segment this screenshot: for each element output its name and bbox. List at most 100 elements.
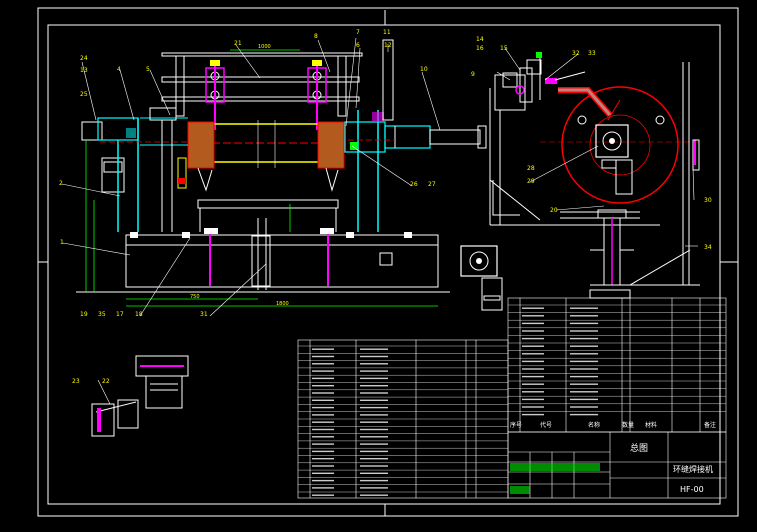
table-cell-mark	[522, 368, 544, 370]
header-material: 材料	[645, 421, 657, 429]
leader-lines	[61, 37, 698, 405]
table-cell-mark	[522, 383, 544, 385]
rail-trolley-left	[205, 60, 225, 130]
title-block-cells	[510, 463, 600, 494]
balloon-22: 22	[102, 378, 110, 385]
balloon-12: 12	[384, 42, 392, 49]
table-cell-mark	[360, 392, 388, 394]
balloon-2: 2	[59, 180, 63, 187]
balloon-18: 18	[135, 311, 143, 318]
table-cell-mark	[360, 465, 388, 467]
table-cell-mark	[360, 355, 388, 358]
balloon-17: 17	[116, 311, 124, 318]
table-cell-mark	[522, 345, 544, 347]
table-cell-mark	[312, 458, 334, 460]
table-cell-mark	[522, 360, 544, 363]
table-cell-mark	[312, 377, 334, 380]
table-cell-mark	[570, 391, 598, 393]
table-cell-mark	[570, 406, 598, 408]
detail-view-lower-left	[91, 355, 189, 437]
table-cell-mark	[570, 315, 598, 317]
table-cell-mark	[360, 472, 388, 474]
table-cell-mark	[522, 375, 544, 378]
table-cell-mark	[360, 406, 388, 409]
parts-list-right	[507, 297, 727, 433]
balloon-1: 1	[60, 239, 64, 246]
table-cell-mark	[360, 370, 388, 372]
parts-list-right-rows	[508, 304, 726, 416]
table-cell-mark	[522, 406, 544, 408]
table-cell-mark	[312, 428, 334, 431]
table-cell-mark	[312, 487, 334, 489]
machine-base	[125, 199, 439, 290]
dim-top-label: 1000	[258, 44, 271, 50]
table-cell-mark	[360, 487, 388, 489]
table-cell-mark	[360, 436, 388, 438]
table-cell-mark	[312, 436, 334, 438]
balloon-6: 6	[356, 42, 360, 49]
table-cell-mark	[522, 307, 544, 309]
balloon-19: 19	[80, 311, 88, 318]
rotating-ring	[561, 86, 679, 204]
table-cell-mark	[570, 375, 598, 378]
header-name: 名称	[588, 421, 600, 429]
balloon-11: 11	[383, 29, 391, 36]
table-cell-mark	[312, 406, 334, 409]
balloon-numbers: 1 2 4 5 6 7 8 9 10 11 12 13 14 15 16 17 …	[59, 29, 712, 385]
table-cell-mark	[570, 337, 598, 340]
table-cell-mark	[312, 392, 334, 394]
title-block	[507, 431, 727, 499]
table-cell-mark	[360, 363, 388, 365]
balloon-26: 26	[410, 181, 418, 188]
dim-bottom-2: 1800	[276, 301, 289, 307]
table-cell-mark	[522, 413, 544, 416]
gearbox	[595, 124, 629, 158]
right-tailstock	[344, 110, 487, 232]
table-cell-mark	[360, 377, 388, 380]
header-qty: 数量	[622, 421, 634, 429]
machine-name: 环缝焊接机	[673, 464, 713, 474]
table-cell-mark	[522, 353, 544, 355]
table-cell-mark	[312, 348, 334, 350]
table-cell-mark	[360, 479, 388, 482]
table-cell-mark	[312, 355, 334, 358]
balloon-10: 10	[420, 66, 428, 73]
drawing-title: 总图	[630, 442, 648, 454]
table-cell-mark	[312, 414, 334, 416]
table-cell-mark	[570, 307, 598, 309]
table-cell-mark	[522, 322, 544, 325]
balloon-24: 24	[80, 55, 88, 62]
balloon-32: 32	[572, 50, 580, 57]
table-cell-mark	[570, 353, 598, 355]
balloon-15: 15	[500, 45, 508, 52]
table-cell-mark	[570, 368, 598, 370]
table-cell-mark	[312, 421, 334, 423]
balloon-21: 21	[234, 40, 242, 47]
table-cell-mark	[570, 345, 598, 347]
table-cell-mark	[360, 414, 388, 416]
balloon-33: 33	[588, 50, 596, 57]
table-cell-mark	[360, 421, 388, 423]
balloon-8: 8	[314, 33, 318, 40]
table-cell-mark	[360, 450, 388, 453]
rail-trolley-right	[307, 60, 327, 130]
balloon-35: 35	[98, 311, 106, 318]
front-view: 1000	[76, 39, 487, 307]
balloon-28: 28	[527, 165, 535, 172]
table-cell-mark	[360, 385, 388, 387]
balloon-7: 7	[356, 29, 360, 36]
table-cell-mark	[312, 450, 334, 453]
table-cell-mark	[312, 465, 334, 467]
table-cell-mark	[522, 337, 544, 340]
table-cell-mark	[570, 413, 598, 416]
left-headstock	[81, 107, 190, 232]
header-seq: 序号	[510, 421, 522, 429]
parts-list-left-rows	[298, 345, 508, 496]
balloon-30: 30	[704, 197, 712, 204]
table-cell-mark	[360, 348, 388, 350]
drawing-frame	[37, 7, 739, 517]
dim-bottom-1: 750	[190, 294, 200, 300]
balloon-16: 16	[476, 45, 484, 52]
balloon-29: 29	[527, 178, 535, 185]
